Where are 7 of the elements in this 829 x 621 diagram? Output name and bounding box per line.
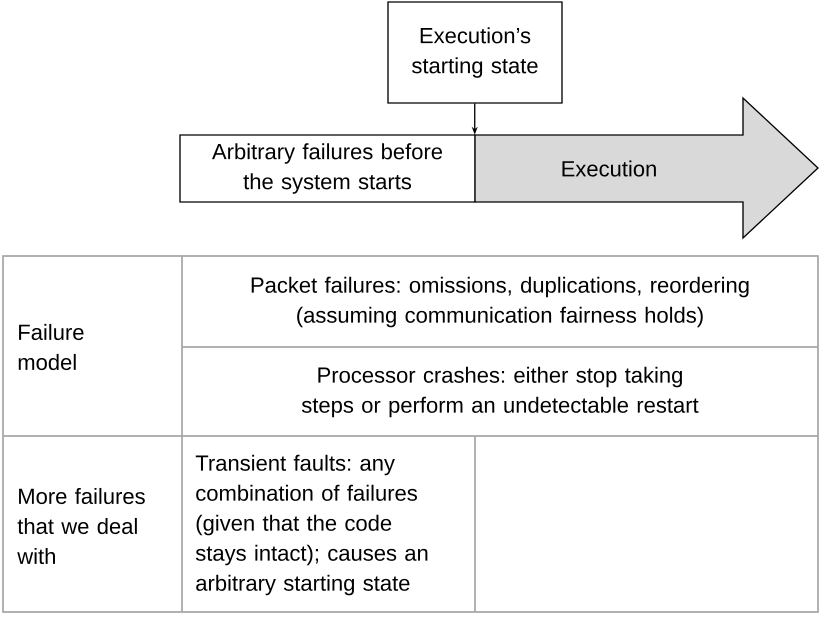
text-box: Arbitrary failures before the system starts	[179, 134, 476, 203]
text-box: Execution’s starting state	[387, 1, 563, 104]
table-text: Processor crashes: either stop taking steps or perform an undetectable restart	[302, 366, 698, 418]
row-heading: Failure model	[18, 324, 84, 370]
row-heading: More failures that we deal with	[17, 488, 145, 564]
table-text: Packet failures: omissions, duplications, reordering (assuming communication fairness holds)	[252, 276, 749, 328]
table-text: Transient faults: any combination of failures (given that the code stays intact); causes an arbitrary starting state	[196, 454, 428, 596]
